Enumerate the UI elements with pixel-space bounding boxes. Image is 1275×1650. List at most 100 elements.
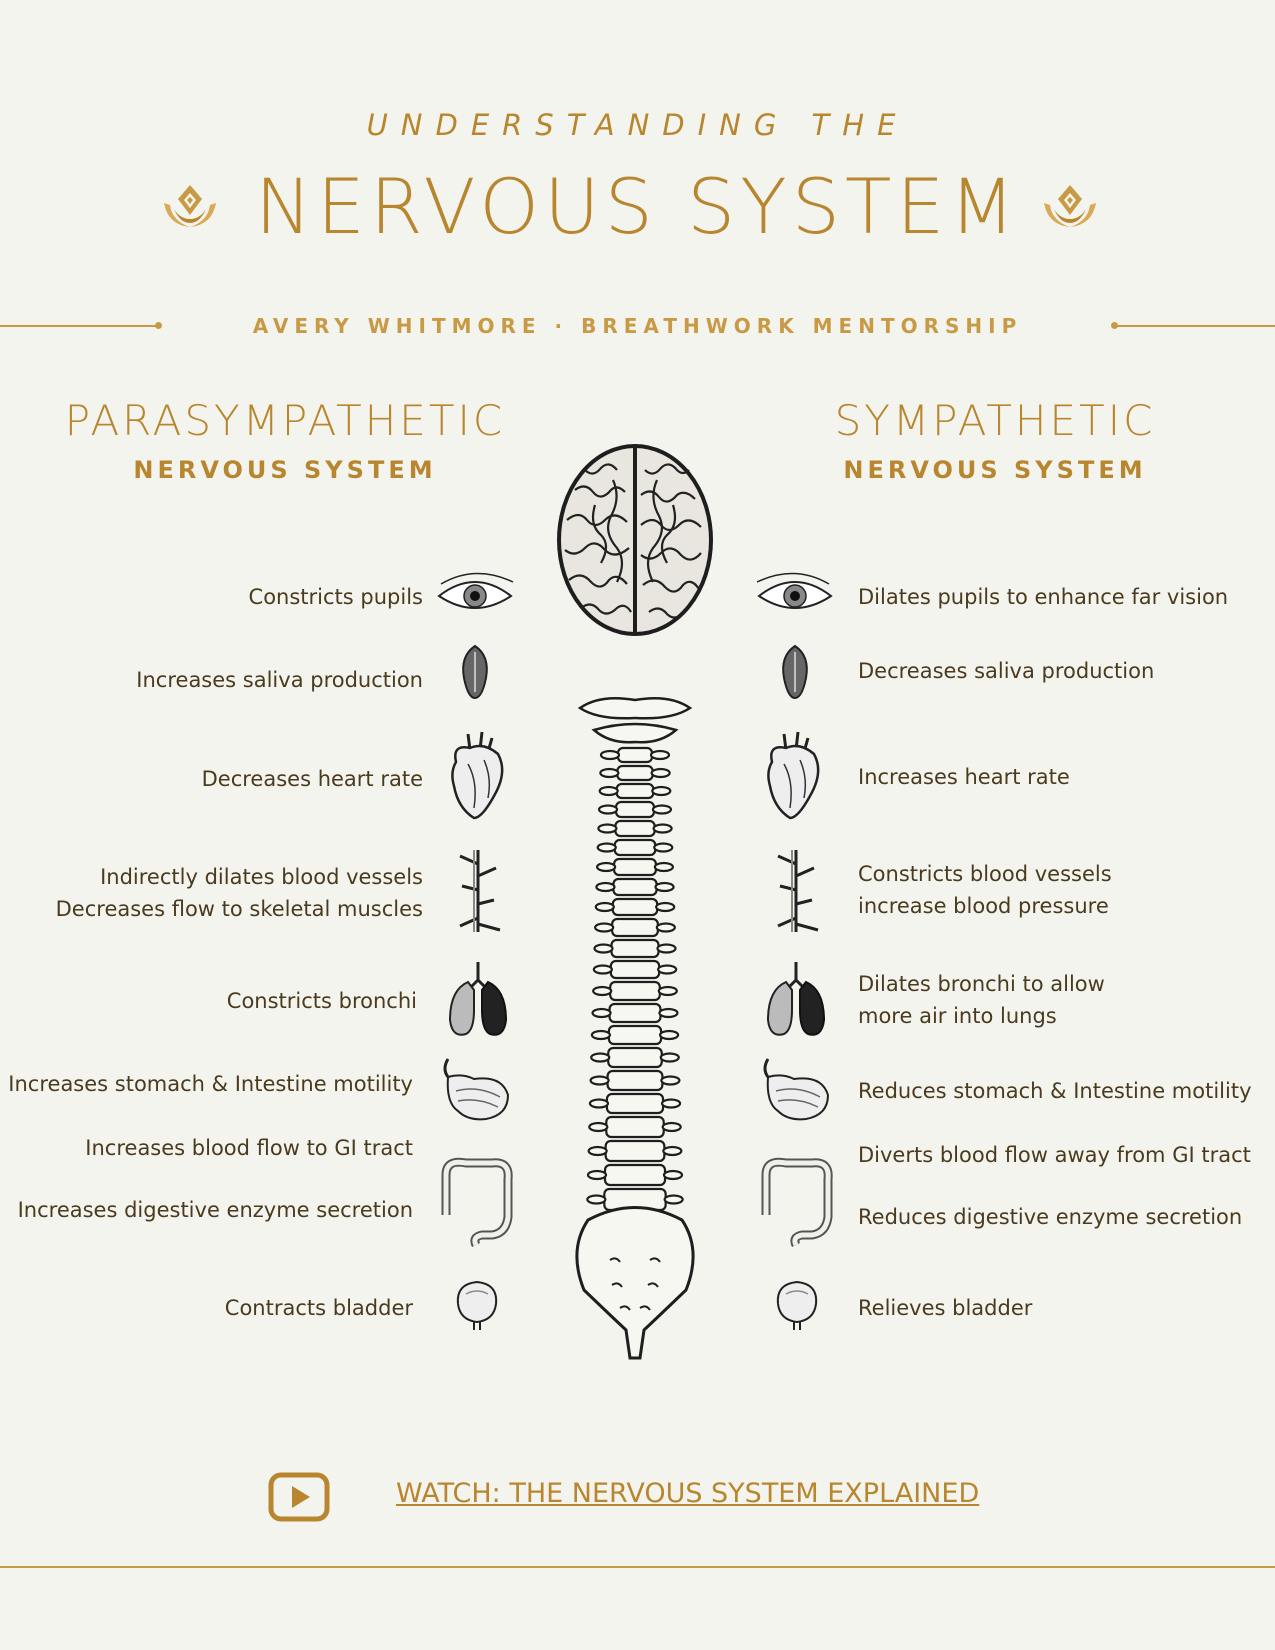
vertebra-process — [592, 985, 613, 997]
vertebra-process — [596, 842, 617, 853]
vertebra — [612, 857, 657, 877]
salivary-gland-icon — [462, 644, 488, 700]
lotus-icon — [1044, 185, 1096, 227]
vertebra-process — [661, 1121, 682, 1133]
blood-vessel-icon — [777, 850, 819, 932]
vertebra — [615, 782, 655, 800]
bladder-icon — [456, 1280, 498, 1330]
parasympathetic-item: Increases blood flow to GI tract — [85, 1136, 413, 1160]
bladder-icon — [776, 1280, 818, 1330]
vertebra — [613, 838, 657, 857]
vertebra-process — [593, 943, 614, 954]
vertebra — [608, 1002, 662, 1024]
vertebra-process — [654, 881, 675, 893]
parasympathetic-item: Constricts bronchi — [226, 989, 417, 1013]
vertebra-process — [656, 943, 677, 954]
vertebra-process — [657, 985, 678, 997]
vertebra-process — [597, 823, 618, 834]
sympathetic-item: Dilates pupils to enhance far vision — [858, 585, 1229, 609]
vertebra-process — [587, 1145, 608, 1157]
vertebra — [614, 819, 656, 838]
vertebra-process — [599, 749, 621, 761]
divider-line — [1115, 325, 1275, 327]
vertebra-process — [660, 1098, 682, 1109]
vertebra — [607, 1024, 663, 1046]
vertebra-process — [657, 964, 678, 975]
vertebra — [609, 980, 661, 1002]
sympathetic-item: Decreases saliva production — [858, 659, 1155, 683]
vertebra — [607, 1046, 663, 1069]
vertebra-process — [662, 1169, 684, 1181]
sympathetic-item-line1: Dilates bronchi to allow — [858, 972, 1105, 996]
vertebra-process — [655, 922, 676, 933]
blood-vessel-icon — [459, 850, 501, 932]
vertebra-process — [662, 1145, 683, 1157]
intestine-icon — [761, 1157, 833, 1247]
vertebra-process — [591, 1007, 612, 1019]
vertebra-process — [594, 901, 615, 913]
vertebra-process — [649, 749, 671, 761]
vertebra — [604, 1139, 666, 1163]
sympathetic-item-line2: increase blood pressure — [858, 894, 1109, 918]
sympathetic-item-line1: Constricts blood vessels — [858, 862, 1112, 886]
vertebra-process — [658, 1029, 680, 1041]
vertebra-process — [586, 1194, 607, 1205]
vertebra-process — [595, 861, 617, 873]
vertebra-process — [595, 881, 616, 893]
page-title: NERVOUS SYSTEM — [255, 162, 1020, 251]
divider-dot — [155, 322, 162, 329]
vertebra — [603, 1163, 667, 1187]
parasympathetic-item-line2: Decreases flow to skeletal muscles — [55, 897, 423, 921]
vertebra-process — [660, 1075, 681, 1086]
vertebra-process — [650, 767, 671, 779]
vertebra-process — [589, 1075, 610, 1086]
vertebra-process — [590, 1052, 611, 1063]
parasympathetic-item: Constricts pupils — [248, 585, 423, 609]
parasympathetic-item: Increases saliva production — [136, 668, 423, 692]
vertebra — [614, 800, 656, 819]
vertebra-process — [659, 1052, 680, 1063]
vertebra — [616, 746, 654, 764]
parasympathetic-item: Increases stomach & Intestine motility — [8, 1072, 413, 1096]
brain-illustration — [557, 444, 713, 636]
spine-illustration — [575, 697, 695, 1360]
vertebra — [606, 1069, 664, 1092]
lungs-icon — [766, 962, 826, 1036]
sympathetic-heading: SYMPATHETIC — [834, 396, 1156, 445]
vertebra-process — [658, 1007, 679, 1019]
parasympathetic-item: Decreases heart rate — [201, 767, 423, 791]
parasympathetic-item: Contracts bladder — [224, 1296, 413, 1320]
vertebra — [605, 1115, 665, 1139]
sympathetic-item: Diverts blood flow away from GI tract — [858, 1143, 1251, 1167]
eye-icon — [756, 572, 833, 609]
sympathetic-item: Reduces digestive enzyme secretion — [858, 1205, 1243, 1229]
vertebra-process — [588, 1121, 609, 1133]
vertebra-process — [598, 785, 619, 797]
sympathetic-item-line2: more air into lungs — [858, 1004, 1057, 1028]
vertebra — [605, 1092, 665, 1115]
vertebra-process — [588, 1098, 610, 1109]
vertebra-process — [652, 823, 673, 834]
vertebra-process — [592, 964, 613, 975]
vertebra-process — [653, 861, 675, 873]
header-subtitle: AVERY WHITMORE · BREATHWORK MENTORSHIP — [252, 314, 1023, 338]
sympathetic-item: Reduces stomach & Intestine motility — [858, 1079, 1252, 1103]
watch-video-link[interactable]: WATCH: THE NERVOUS SYSTEM EXPLAINED — [396, 1478, 980, 1509]
lotus-icon — [164, 185, 216, 227]
lungs-icon — [448, 962, 508, 1036]
eye-icon — [437, 572, 514, 609]
vertebra-process — [594, 922, 615, 933]
vertebra-process — [599, 767, 620, 779]
vertebra — [616, 764, 654, 782]
vertebra-process — [655, 901, 676, 913]
play-icon[interactable] — [268, 1472, 330, 1522]
vertebra — [609, 959, 661, 980]
intestine-icon — [441, 1157, 513, 1247]
vertebra-process — [663, 1194, 684, 1205]
parasympathetic-heading: PARASYMPATHETIC — [64, 396, 506, 445]
divider-line — [0, 325, 158, 327]
vertebra — [611, 917, 659, 938]
vertebra-process — [653, 842, 674, 853]
heart-icon — [767, 731, 820, 820]
sympathetic-subheading: NERVOUS SYSTEM — [843, 456, 1147, 484]
